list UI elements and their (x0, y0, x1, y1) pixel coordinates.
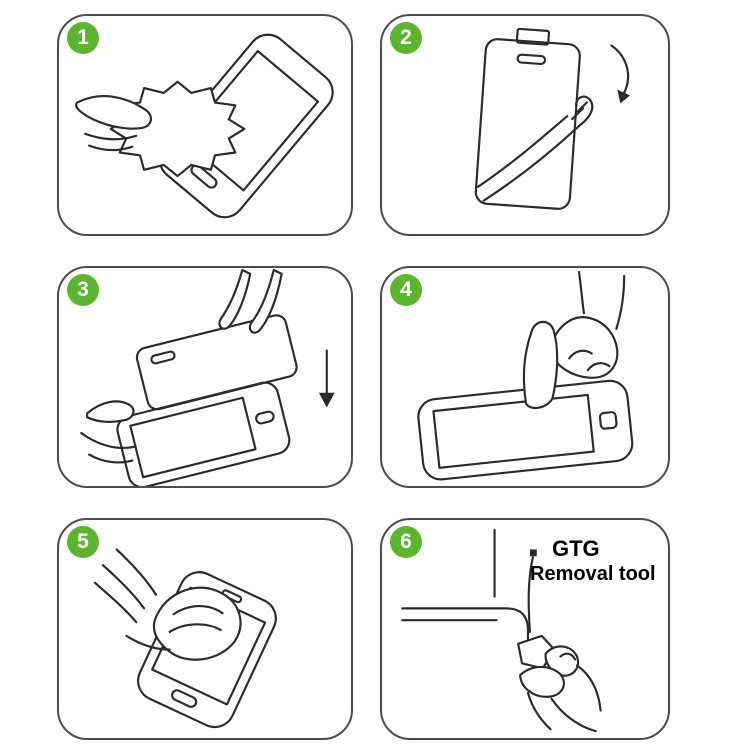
step-panel-5: 5 (57, 518, 353, 740)
hand (75, 95, 152, 152)
step-3-number: 3 (77, 278, 89, 301)
polishing-cloth (152, 586, 242, 661)
down-arrow-icon (318, 349, 335, 408)
clean-screen-illustration (75, 33, 334, 219)
thumb-and-palm (80, 400, 136, 464)
hand-fingers (93, 548, 171, 651)
step-4-number: 4 (400, 278, 412, 301)
step-panel-4: 4 (380, 266, 670, 488)
step-4-badge: 4 (390, 274, 422, 306)
step-1-number: 1 (77, 26, 89, 49)
removal-tool-label-line1: GTG (552, 536, 600, 561)
removal-tool-label-line2: Removal tool (530, 563, 656, 586)
press-screen-illustration (417, 270, 634, 481)
screen-protector-outline (474, 27, 581, 210)
pressing-hand (522, 270, 626, 410)
step-panel-3: 3 (57, 266, 353, 488)
step-panel-2: 2 (380, 14, 670, 236)
step-5-number: 5 (77, 530, 89, 553)
phone-outline (417, 379, 634, 481)
step-5-badge: 5 (67, 526, 99, 558)
step-6-number: 6 (400, 530, 412, 553)
place-glass-illustration (80, 268, 335, 486)
cleaning-cloth (109, 80, 246, 178)
device-corner (401, 607, 530, 651)
step-1-badge: 1 (67, 22, 99, 54)
label-pointer (527, 549, 537, 634)
holding-fingers (218, 268, 283, 334)
peeling-film (476, 95, 594, 202)
removal-tool-illustration (401, 528, 602, 733)
step-2-badge: 2 (390, 22, 422, 54)
step-panel-1: 1 (57, 14, 353, 236)
step-3-badge: 3 (67, 274, 99, 306)
peel-direction-arrow-icon (610, 44, 631, 104)
hand (519, 645, 602, 733)
tempered-glass-outline (135, 314, 298, 411)
phone-outline (116, 381, 291, 486)
step-2-number: 2 (400, 26, 412, 49)
removal-tool-label: GTG Removal tool (530, 536, 672, 586)
step-6-badge: 6 (390, 526, 422, 558)
step-panel-6: 6 GTG Removal tool (380, 518, 670, 740)
wipe-smooth-illustration (93, 548, 277, 729)
peel-film-illustration (474, 27, 631, 210)
